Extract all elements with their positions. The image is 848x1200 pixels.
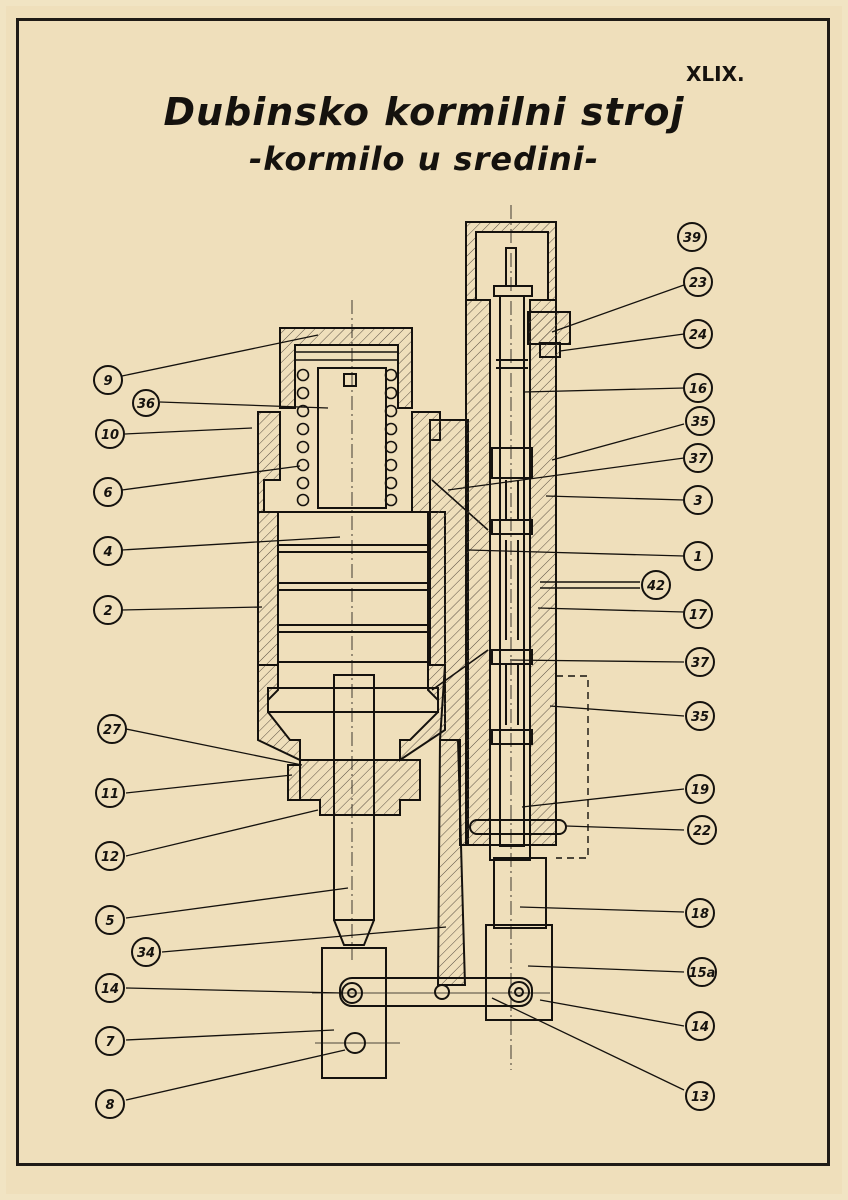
svg-text:8: 8 — [105, 1098, 114, 1113]
block-15a — [485, 924, 553, 1021]
drawing-frame — [16, 18, 830, 1166]
lever-arm — [339, 977, 533, 1007]
callout-17: 17 — [683, 599, 713, 629]
gland-nut — [299, 759, 421, 816]
cylinder-assembly — [257, 300, 550, 1079]
dashed-outline — [556, 675, 589, 859]
svg-text:16: 16 — [689, 382, 707, 397]
svg-text:7: 7 — [105, 1035, 115, 1050]
callout-24: 24 — [683, 319, 713, 349]
svg-text:19: 19 — [691, 783, 709, 798]
svg-text:12: 12 — [101, 850, 119, 865]
piston-rod — [333, 674, 375, 921]
callout-11: 11 — [95, 778, 125, 808]
callout-18: 18 — [685, 898, 715, 928]
svg-text:18: 18 — [691, 907, 709, 922]
part-callouts: 9 36 10 6 4 2 27 11 12 5 34 14 7 8 39 23… — [93, 222, 717, 1119]
svg-text:34: 34 — [137, 946, 155, 961]
svg-text:4: 4 — [102, 545, 112, 560]
svg-text:27: 27 — [103, 723, 122, 738]
svg-text:13: 13 — [691, 1090, 709, 1105]
callout-42: 42 — [641, 570, 671, 600]
callout-2: 2 — [93, 595, 123, 625]
callout-3: 3 — [683, 485, 713, 515]
housing-left-upper — [257, 411, 281, 513]
svg-text:35: 35 — [691, 710, 709, 725]
callout-6: 6 — [93, 477, 123, 507]
svg-text:22: 22 — [693, 824, 711, 839]
svg-text:37: 37 — [691, 656, 710, 671]
callout-19: 19 — [685, 774, 715, 804]
svg-text:23: 23 — [689, 276, 707, 291]
piston — [277, 511, 429, 663]
svg-text:42: 42 — [646, 579, 665, 594]
callout-9: 9 — [93, 365, 123, 395]
cylinder-cap — [279, 327, 413, 409]
svg-text:11: 11 — [101, 787, 119, 802]
callout-37-bottom: 37 — [685, 647, 715, 677]
callout-13: 13 — [685, 1081, 715, 1111]
drawing-subtitle: -kormilo u sredini- — [249, 140, 599, 178]
callout-35-bottom: 35 — [685, 701, 715, 731]
pin-22 — [469, 819, 567, 835]
svg-text:24: 24 — [689, 328, 707, 343]
callout-22: 22 — [687, 815, 717, 845]
callout-7: 7 — [95, 1026, 125, 1056]
svg-text:36: 36 — [137, 397, 155, 412]
valve-assembly — [465, 205, 640, 1070]
callout-16: 16 — [683, 373, 713, 403]
callout-34: 34 — [131, 937, 161, 967]
svg-text:35: 35 — [691, 415, 709, 430]
drawing-title: Dubinsko kormilni stroj — [163, 90, 685, 134]
gland-thread-left — [287, 764, 301, 801]
callout-39: 39 — [677, 222, 707, 252]
callout-36: 36 — [132, 389, 160, 417]
callout-35-top: 35 — [685, 406, 715, 436]
spool — [499, 295, 525, 847]
svg-text:3: 3 — [693, 494, 702, 509]
svg-text:10: 10 — [101, 428, 119, 443]
spring — [296, 351, 398, 507]
svg-text:14: 14 — [691, 1020, 709, 1035]
svg-text:39: 39 — [683, 231, 701, 246]
svg-text:17: 17 — [689, 608, 708, 623]
callout-8: 8 — [95, 1089, 125, 1119]
callout-1: 1 — [683, 541, 713, 571]
svg-text:1: 1 — [693, 550, 702, 565]
svg-text:2: 2 — [103, 604, 112, 619]
rod-18 — [493, 857, 547, 929]
sheet-number: XLIX. — [686, 62, 745, 86]
clevis-block — [321, 947, 387, 1079]
callout-14-right: 14 — [685, 1011, 715, 1041]
valve-body-right — [529, 299, 557, 846]
bottom-flange — [267, 687, 439, 713]
callout-15a: 15a — [687, 957, 717, 987]
callout-10: 10 — [95, 419, 125, 449]
valve-body-left — [465, 299, 491, 846]
svg-text:37: 37 — [689, 452, 708, 467]
svg-text:9: 9 — [103, 374, 112, 389]
callout-12: 12 — [95, 841, 125, 871]
callout-23: 23 — [683, 267, 713, 297]
callout-27: 27 — [97, 714, 127, 744]
callout-4: 4 — [93, 536, 123, 566]
svg-text:6: 6 — [103, 486, 112, 501]
callout-5: 5 — [95, 905, 125, 935]
svg-text:5: 5 — [105, 914, 114, 929]
wedge-plate — [436, 739, 467, 986]
svg-text:14: 14 — [101, 982, 119, 997]
leader-lines — [121, 284, 685, 1101]
guide-notch — [343, 373, 357, 387]
cylinder-wall-left — [257, 511, 279, 666]
callout-37-top: 37 — [683, 443, 713, 473]
svg-text:15a: 15a — [689, 966, 716, 981]
callout-14-left: 14 — [95, 973, 125, 1003]
